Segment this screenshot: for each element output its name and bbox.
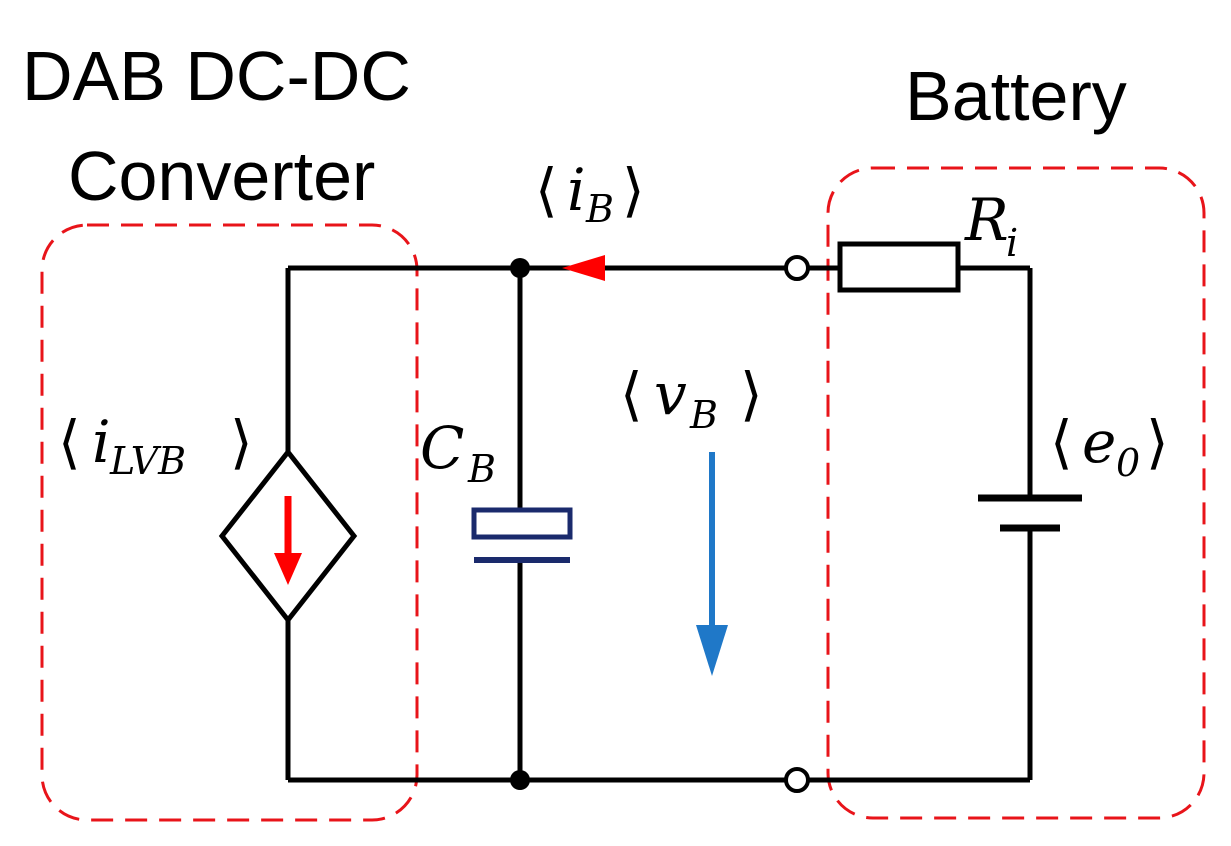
- capacitor-C-B: [471, 507, 573, 563]
- svg-text:0: 0: [1116, 441, 1140, 485]
- svg-text:R: R: [964, 186, 1009, 254]
- battery-title: Battery: [905, 57, 1127, 135]
- svg-text:i: i: [1006, 221, 1018, 265]
- svg-text:e: e: [1082, 408, 1116, 476]
- svg-text:v: v: [654, 360, 687, 428]
- label-i-LVB: ⟨ i LVB ⟩: [58, 408, 253, 483]
- svg-text:LVB: LVB: [109, 439, 186, 483]
- svg-text:B: B: [585, 187, 614, 231]
- dependent-current-source: [218, 447, 358, 625]
- label-C-B: C B: [420, 414, 496, 491]
- voltage-arrow-v-B: [696, 452, 728, 676]
- current-arrow-i-B: [562, 255, 605, 281]
- battery-source-e0: [978, 494, 1082, 532]
- svg-text:⟨: ⟨: [58, 408, 81, 476]
- svg-text:B: B: [689, 393, 718, 437]
- label-R-i: R i: [964, 186, 1018, 265]
- converter-title-line1: DAB DC-DC: [22, 37, 411, 115]
- svg-text:⟩: ⟩: [230, 408, 253, 476]
- svg-text:C: C: [420, 414, 464, 482]
- label-v-B: ⟨ v B ⟩: [620, 360, 763, 437]
- terminal-bottom: [784, 767, 810, 793]
- battery-region-box: [826, 166, 1206, 820]
- label-e0: ⟨ e 0 ⟩: [1050, 408, 1169, 485]
- junction-dot-bottom: [510, 770, 530, 790]
- converter-region-box: [40, 223, 419, 822]
- svg-text:⟩: ⟩: [740, 360, 763, 428]
- svg-text:⟩: ⟩: [622, 156, 645, 224]
- svg-text:B: B: [467, 447, 496, 491]
- label-i-B: ⟨ i B ⟩: [535, 156, 645, 231]
- terminal-top: [784, 255, 810, 281]
- svg-text:⟨: ⟨: [620, 360, 643, 428]
- svg-text:⟩: ⟩: [1146, 408, 1169, 476]
- resistor-R-i: [837, 241, 961, 293]
- converter-title-line2: Converter: [68, 137, 375, 215]
- svg-text:i: i: [92, 408, 111, 476]
- svg-text:⟨: ⟨: [535, 156, 558, 224]
- svg-text:⟨: ⟨: [1050, 408, 1073, 476]
- junction-dot-top: [510, 258, 530, 278]
- circuit-wires: [285, 265, 1033, 783]
- svg-text:i: i: [567, 156, 586, 224]
